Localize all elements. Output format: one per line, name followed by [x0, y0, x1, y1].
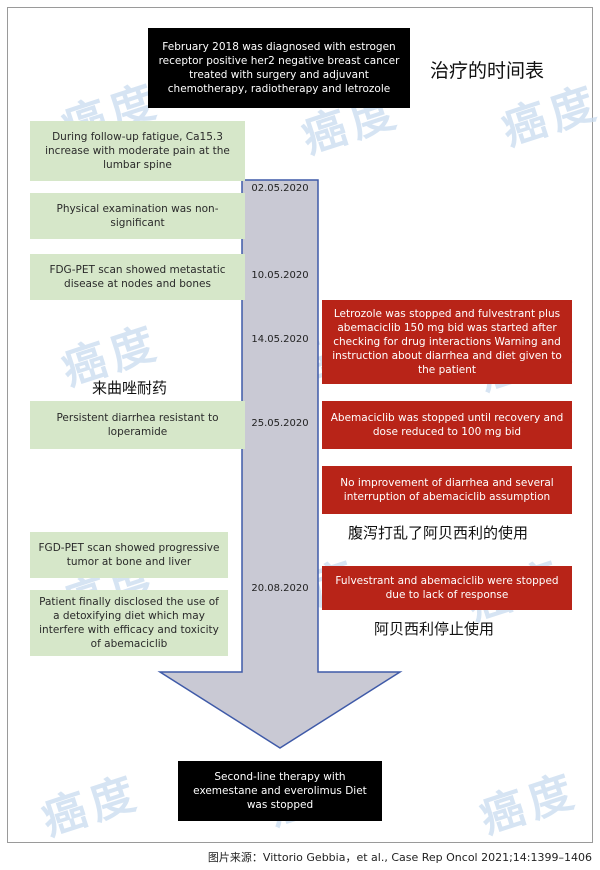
treatment-box-fulvestrant-start: Letrozole was stopped and fulvestrant pl…	[322, 300, 572, 384]
treatment-box-interruptions: No improvement of diarrhea and several i…	[322, 466, 572, 514]
figure-source: 图片来源：Vittorio Gebbia，et al., Case Rep On…	[207, 851, 592, 864]
date-label: 20.08.2020	[251, 583, 309, 594]
event-box-progressive-tumor: FGD-PET scan showed progressive tumor at…	[30, 532, 228, 578]
event-box-diarrhea: Persistent diarrhea resistant to loperam…	[30, 401, 245, 449]
annotation-diarrhea-disruption: 腹泻打乱了阿贝西利的使用	[348, 524, 529, 542]
annotation-abemaciclib-stopped: 阿贝西利停止使用	[374, 620, 495, 638]
treatment-box-dose-reduction: Abemaciclib was stopped until recovery a…	[322, 401, 572, 449]
date-label: 25.05.2020	[251, 418, 309, 429]
treatment-box-stopped: Fulvestrant and abemaciclib were stopped…	[322, 566, 572, 610]
timeline-arrow-shape	[157, 179, 403, 749]
date-label: 14.05.2020	[251, 334, 309, 345]
timeline-title: 治疗的时间表	[430, 60, 545, 82]
date-label: 10.05.2020	[251, 270, 309, 281]
event-box-pet-scan: FDG-PET scan showed metastatic disease a…	[30, 254, 245, 300]
event-box-detox-diet: Patient finally disclosed the use of a d…	[30, 590, 228, 656]
diagnosis-box: February 2018 was diagnosed with estroge…	[148, 28, 410, 108]
event-box-followup: During follow-up fatigue, Ca15.3 increas…	[30, 121, 245, 181]
second-line-therapy-box: Second-line therapy with exemestane and …	[178, 761, 382, 821]
annotation-letrozole-resistance: 来曲唑耐药	[92, 379, 168, 397]
event-box-physical-exam: Physical examination was non-significant	[30, 193, 245, 239]
date-label: 02.05.2020	[251, 183, 309, 194]
